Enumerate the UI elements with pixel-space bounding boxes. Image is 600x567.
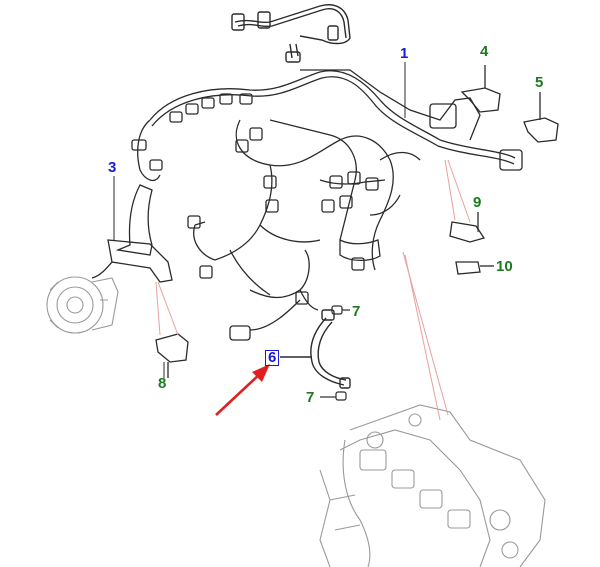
bracket-3 [91, 184, 173, 283]
callout-6[interactable]: 6 [265, 350, 280, 366]
callout-10[interactable]: 10 [496, 258, 513, 275]
connector-10 [455, 261, 494, 275]
hose-6 [280, 309, 351, 389]
callout-5[interactable]: 5 [535, 74, 544, 91]
callout-1[interactable]: 1 [400, 45, 409, 62]
clip-7-lower [320, 391, 347, 401]
main-engine-harness [131, 69, 523, 341]
leader-lines [113, 62, 494, 378]
red-arrow-pointer [215, 364, 270, 416]
callout-9[interactable]: 9 [473, 194, 482, 211]
engine-block-drawing [319, 404, 546, 567]
callout-8[interactable]: 8 [158, 375, 167, 392]
bracket-5 [523, 92, 559, 143]
callout-7-lower[interactable]: 7 [306, 389, 315, 406]
clip-7-upper [331, 305, 350, 315]
upper-sub-harness [231, 4, 351, 63]
bracket-8 [155, 333, 189, 378]
alternator-drawing [46, 276, 119, 334]
callout-3[interactable]: 3 [108, 159, 117, 176]
callout-7-upper[interactable]: 7 [352, 303, 361, 320]
callout-4[interactable]: 4 [480, 43, 489, 60]
bracket-4 [460, 65, 501, 113]
red-leader-lines [155, 159, 471, 421]
clip-9 [449, 212, 486, 243]
